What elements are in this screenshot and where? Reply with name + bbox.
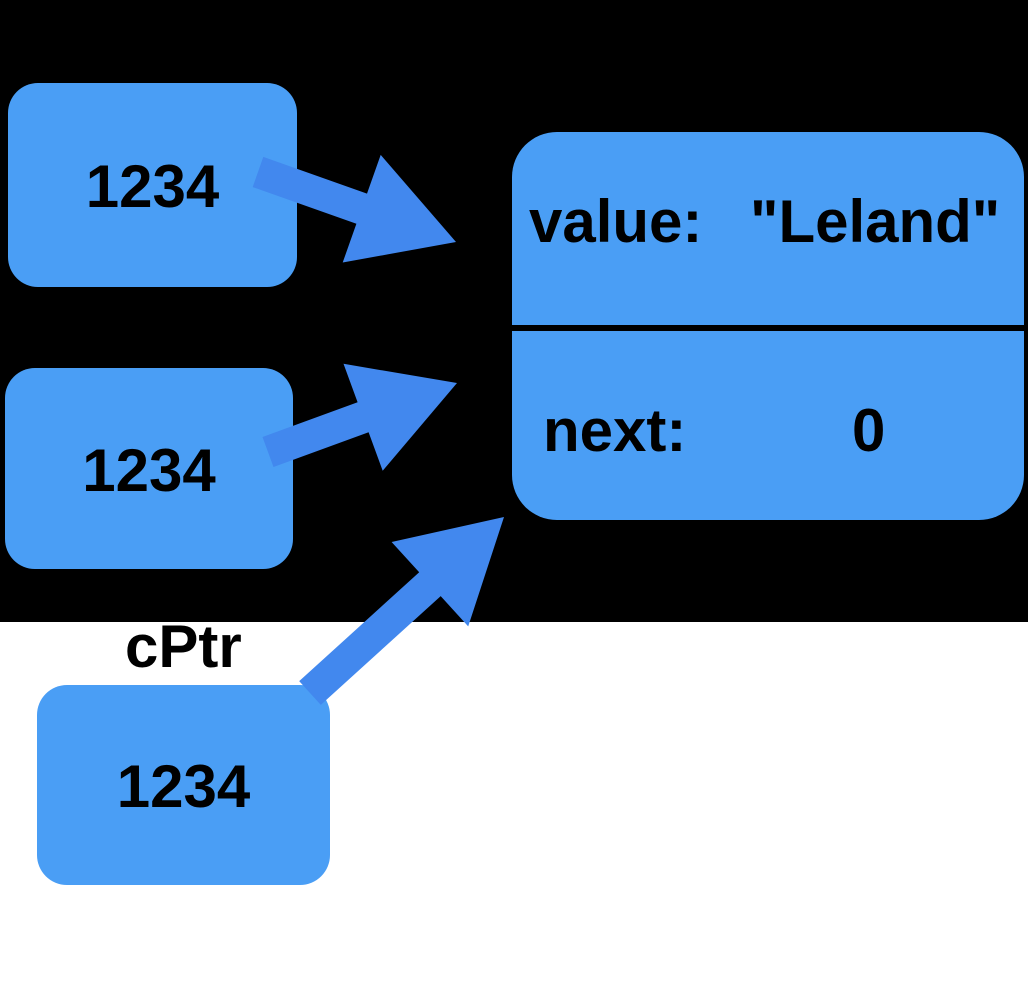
address-box-1: 1234 <box>8 83 297 287</box>
address-value: 1234 <box>85 153 220 220</box>
value-field-value: "Leland" <box>750 188 1001 255</box>
next-field-value: 0 <box>852 397 886 464</box>
address-value: 1234 <box>116 753 251 820</box>
address-box-2: 1234 <box>5 368 293 569</box>
value-field-label: value: <box>529 188 703 255</box>
next-field-label: next: <box>543 397 687 464</box>
address-value: 1234 <box>82 436 216 504</box>
address-box-cptr: 1234 <box>37 685 330 885</box>
cptr-variable-label: cPtr <box>125 613 242 680</box>
node-field-divider <box>507 325 1024 331</box>
